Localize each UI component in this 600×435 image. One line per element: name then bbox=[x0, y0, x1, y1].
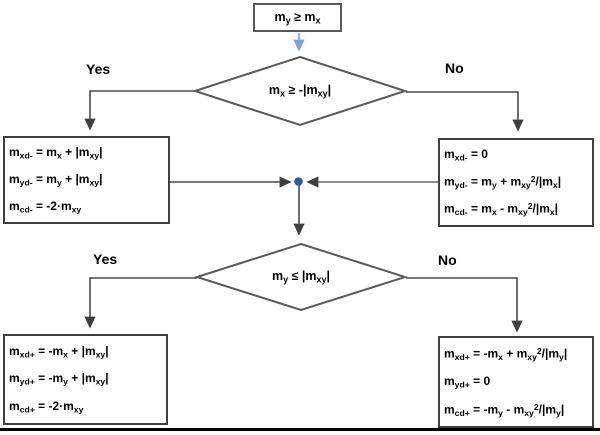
bottom-rule bbox=[0, 428, 600, 431]
formula-line: mxd+ = -mx + |mxy| bbox=[9, 343, 109, 360]
branch-label-yes-1: Yes bbox=[86, 61, 111, 77]
formula-line: mxd- = mx + |mxy| bbox=[9, 145, 103, 161]
connector-decision1-no bbox=[406, 91, 524, 132]
decision1-label: mx ≥ -|mxy| bbox=[268, 83, 332, 99]
start-node-text: my ≥ mx bbox=[274, 9, 321, 26]
result-box-bottom-left: mxd+ = -mx + |mxy| myd+ = -my + |mxy| mc… bbox=[3, 334, 168, 425]
formula-line: mcd+ = -my - mxy2/|my| bbox=[444, 401, 565, 418]
decision2-label: my ≤ |mxy| bbox=[271, 269, 331, 285]
start-node: my ≥ mx bbox=[253, 3, 342, 32]
branch-label-yes-2: Yes bbox=[93, 251, 118, 267]
formula-line: myd+ = -my + |mxy| bbox=[9, 371, 109, 387]
connector-decision1-yes bbox=[84, 90, 195, 131]
connector-decision2-yes bbox=[84, 277, 197, 329]
formula-line: mxd+ = -mx + mxy2/|my| bbox=[444, 345, 568, 362]
junction-dot bbox=[294, 177, 303, 186]
branch-label-no-1: No bbox=[445, 60, 464, 76]
formula-line: mcd- = -2·mxy bbox=[9, 198, 82, 215]
formula-line: mcd+ = -2·mxy bbox=[9, 399, 84, 415]
formula-line: myd+ = 0 bbox=[444, 373, 491, 390]
formula-line: mcd- = mx - mxy2/|mx| bbox=[444, 201, 559, 217]
result-box-top-right: mxd- = 0 myd- = my + mxy2/|mx| mcd- = mx… bbox=[438, 138, 594, 227]
branch-label-no-2: No bbox=[438, 252, 457, 268]
formula-line: myd- = my + |mxy| bbox=[9, 171, 103, 188]
result-box-bottom-right: mxd+ = -mx + mxy2/|my| myd+ = 0 mcd+ = -… bbox=[438, 336, 594, 428]
result-box-top-left: mxd- = mx + |mxy| myd- = my + |mxy| mcd-… bbox=[3, 136, 170, 224]
decision2-diamond bbox=[193, 242, 409, 312]
formula-line: myd- = my + mxy2/|mx| bbox=[444, 174, 562, 190]
decision1-diamond bbox=[191, 55, 409, 127]
formula-line: mxd- = 0 bbox=[444, 147, 488, 163]
connector-decision2-no bbox=[406, 277, 523, 333]
